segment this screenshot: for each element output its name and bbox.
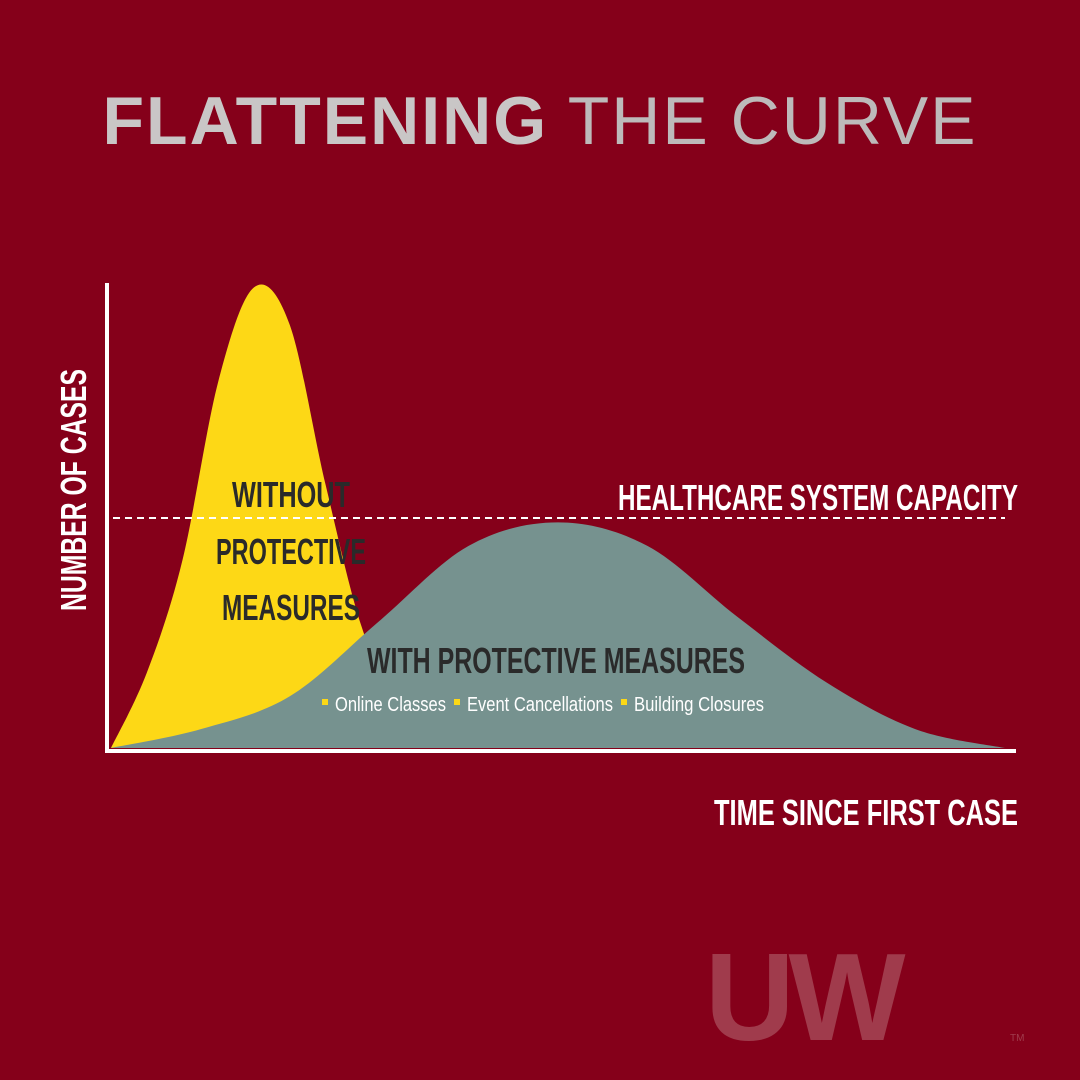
capacity-label: HEALTHCARE SYSTEM CAPACITY (618, 477, 1018, 518)
example-event-cancellations: Event Cancellations (467, 694, 613, 716)
without-label-line-2: PROTECTIVE (216, 531, 366, 572)
bullet-1 (322, 699, 328, 705)
without-label-line-3: MEASURES (222, 587, 360, 628)
example-building-closures: Building Closures (634, 694, 764, 716)
with-label: WITH PROTECTIVE MEASURES (367, 640, 745, 681)
uw-logo: UW (705, 929, 906, 1067)
trademark-mark: TM (1010, 1033, 1025, 1044)
without-label-line-1: WITHOUT (232, 474, 350, 515)
title-bold: FLATTENING (102, 83, 549, 159)
with-measures-area (111, 522, 1005, 748)
example-online-classes: Online Classes (335, 694, 446, 716)
bullet-2 (454, 699, 460, 705)
page-title: FLATTENING THE CURVE (0, 82, 1080, 160)
without-measures-area (111, 284, 469, 748)
y-axis-label: NUMBER OF CASES (53, 369, 94, 611)
bullet-3 (621, 699, 627, 705)
x-axis-label: TIME SINCE FIRST CASE (714, 792, 1018, 833)
title-light: THE CURVE (567, 83, 978, 159)
